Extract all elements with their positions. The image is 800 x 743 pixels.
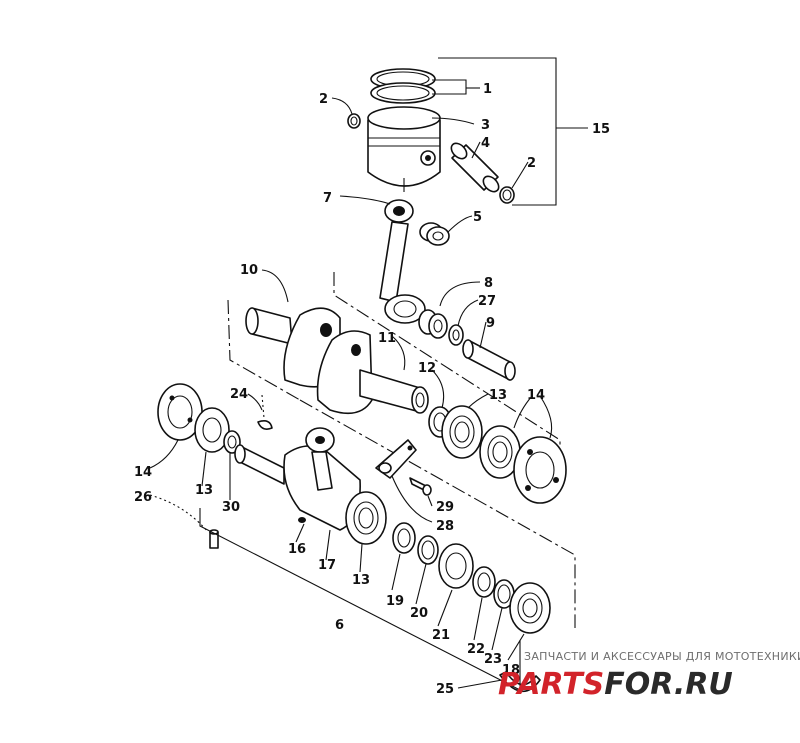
piston xyxy=(367,106,441,192)
crank-half-middle xyxy=(316,330,429,415)
circlip-left xyxy=(347,113,361,129)
bracket-15 xyxy=(438,57,588,206)
crank-pin-shaft xyxy=(462,339,516,381)
callout-14-left: 14 xyxy=(134,465,152,480)
watermark-logo-parts: PARTS xyxy=(498,667,604,702)
callout-20: 20 xyxy=(410,606,428,621)
piston-rings xyxy=(370,68,436,104)
callout-1: 1 xyxy=(483,82,492,97)
callout-26: 26 xyxy=(134,490,152,505)
callout-23: 23 xyxy=(484,652,502,667)
callout-18: 18 xyxy=(502,663,520,678)
bearing-21 xyxy=(438,543,474,589)
callout-13-upper: 13 xyxy=(489,388,507,403)
callout-13-lower: 13 xyxy=(352,573,370,588)
circlip-right xyxy=(499,186,515,204)
callout-4: 4 xyxy=(481,136,490,151)
bearing-upper-right-1 xyxy=(441,405,483,459)
callout-12: 12 xyxy=(418,361,436,376)
callout-5: 5 xyxy=(473,210,482,225)
bracket-6 xyxy=(199,508,521,691)
bearing-18 xyxy=(509,582,551,634)
callout-29: 29 xyxy=(436,500,454,515)
callout-labels: 1 2 3 15 4 2 7 5 10 8 27 9 11 12 13 14 2… xyxy=(134,82,610,697)
callout-3: 3 xyxy=(481,118,490,133)
leader-lines xyxy=(149,79,553,689)
bearing-housing-right xyxy=(513,436,567,504)
connecting-rod xyxy=(379,199,426,324)
bearing-left xyxy=(194,407,230,453)
callout-19: 19 xyxy=(386,594,404,609)
callout-10: 10 xyxy=(240,263,258,278)
screw xyxy=(409,477,432,496)
retainer-plate xyxy=(375,439,417,479)
ring-23 xyxy=(493,579,515,609)
piston-pin xyxy=(450,142,500,193)
callout-27: 27 xyxy=(478,294,496,309)
crankshaft-assembled xyxy=(234,427,361,531)
ring-20 xyxy=(417,535,439,565)
big-end-bearing xyxy=(418,309,448,339)
callout-22: 22 xyxy=(467,642,485,657)
callout-21: 21 xyxy=(432,628,450,643)
callout-6: 6 xyxy=(335,618,344,633)
small-end-bearing xyxy=(419,222,450,246)
callout-7: 7 xyxy=(323,191,332,206)
key xyxy=(257,394,273,430)
callout-16: 16 xyxy=(288,542,306,557)
watermark-logo: PARTSFOR.RU xyxy=(498,667,733,702)
callout-13-left: 13 xyxy=(195,483,213,498)
callout-17: 17 xyxy=(318,558,336,573)
callout-15: 15 xyxy=(592,122,610,137)
callout-14-right: 14 xyxy=(527,388,545,403)
callout-25: 25 xyxy=(436,682,454,697)
bearing-lower xyxy=(345,491,387,545)
dowel-pin xyxy=(149,494,219,549)
thrust-washer xyxy=(448,324,464,346)
callout-2-right: 2 xyxy=(527,156,536,171)
callout-11: 11 xyxy=(378,331,396,346)
callout-9: 9 xyxy=(486,316,495,331)
watermark-logo-for: FOR.RU xyxy=(604,667,733,702)
callout-8: 8 xyxy=(484,276,493,291)
callout-28: 28 xyxy=(436,519,454,534)
watermark-tagline: ЗАПЧАСТИ И АКСЕССУАРЫ ДЛЯ МОТОТЕХНИКИ xyxy=(524,650,800,663)
ring-22 xyxy=(472,566,496,598)
watermark: ЗАПЧАСТИ И АКСЕССУАРЫ ДЛЯ МОТОТЕХНИКИ PA… xyxy=(498,650,800,702)
snap-ring xyxy=(499,671,541,693)
callout-2-left: 2 xyxy=(319,92,328,107)
seal-19 xyxy=(392,522,416,554)
callout-24: 24 xyxy=(230,387,248,402)
callout-30: 30 xyxy=(222,500,240,515)
